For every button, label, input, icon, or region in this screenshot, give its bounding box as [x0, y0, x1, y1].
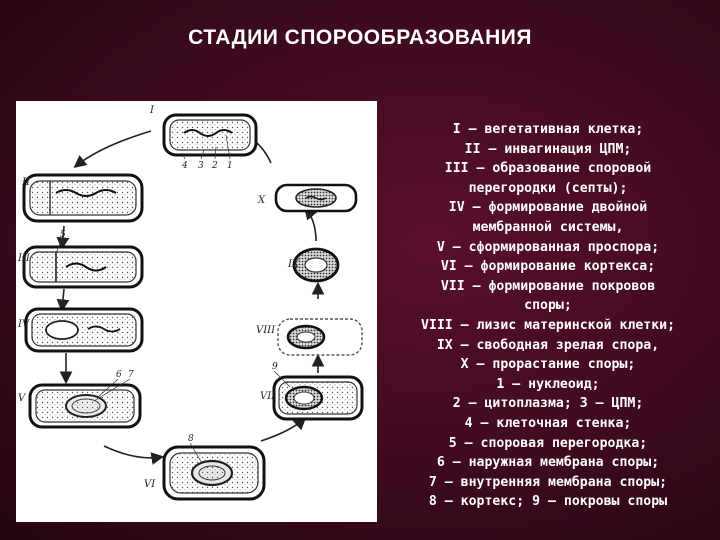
part-label-4: 4 [181, 161, 188, 171]
stage-label-V: V [18, 393, 27, 404]
stage-label-II: II [21, 177, 31, 188]
cell-stage-V [28, 383, 142, 429]
legend-line: 6 — наружная мембрана споры; [436, 455, 660, 471]
cell-stage-IV [24, 307, 144, 353]
stage-label-X: X [257, 195, 266, 206]
stage-label-I: I [149, 105, 155, 116]
part-label-5: 5 [60, 230, 66, 240]
part-label-1: 1 [227, 161, 233, 171]
arrow-II-III [56, 225, 70, 251]
arrow-IX-X [303, 206, 318, 242]
diagram-svg: I II III IV V VI VII VIII IX X 1 2 3 4 5… [17, 105, 364, 501]
part-label-9: 9 [272, 362, 278, 372]
cell-stage-III [22, 245, 144, 289]
part-label-6: 6 [116, 370, 122, 380]
part-label-8: 8 [188, 434, 194, 444]
sporulation-diagram: I II III IV V VI VII VIII IX X 1 2 3 4 5… [16, 101, 377, 522]
stage-label-VII: VII [260, 391, 276, 402]
arrow-I-II [73, 130, 152, 168]
legend-line: 1 — нуклеоид; [496, 376, 600, 392]
legend-line: IX — свободная зрелая спора, [436, 337, 660, 353]
cell-stage-I [162, 113, 258, 157]
legend-line: II — инвагинация ЦПМ; [464, 141, 632, 157]
cell-stage-VI [162, 445, 266, 501]
cell-stage-IX [292, 247, 340, 283]
legend-line: 7 — внутренняя мембрана споры; [428, 474, 668, 490]
stage-label-III: III [17, 253, 31, 264]
part-label-7: 7 [128, 370, 134, 380]
arrow-III-IV [56, 288, 70, 313]
legend-line: 4 — клеточная стенка; [464, 415, 632, 431]
legend-line: V — сформированная проспора; [436, 239, 660, 255]
legend-line: мембранной системы, [472, 219, 624, 235]
legend-line: I — вегетативная клетка; [452, 122, 644, 137]
part-label-2: 2 [211, 161, 218, 171]
stage-label-IV: IV [17, 319, 31, 330]
arrow-V-VI [103, 445, 165, 465]
legend-line: перегородки (септы); [468, 180, 628, 196]
arrow-VI-VII [260, 416, 307, 442]
legend-line: 8 — кортекс; 9 — покровы споры [428, 494, 668, 510]
slide-title: СТАДИИ СПОРООБРАЗОВАНИЯ [188, 26, 532, 49]
cell-stage-II [22, 173, 144, 223]
legend: I — вегетативная клетка; II — инвагинация… [383, 120, 713, 512]
stage-label-VI: VI [144, 479, 156, 490]
legend-line: VI — формирование кортекса; [440, 259, 656, 275]
legend-line: X — прорастание споры; [460, 357, 636, 373]
cell-stage-VIII [277, 318, 363, 356]
cell-stage-X [274, 183, 358, 213]
legend-line: 2 — цитоплазма; 3 — ЦПМ; [452, 396, 644, 412]
legend-line: IV — формирование двойной [448, 200, 648, 216]
legend-line: VIII — лизис материнской клетки; [420, 317, 676, 333]
legend-line: споры; [524, 298, 572, 314]
legend-line: III — образование споровой [444, 161, 652, 177]
part-label-3: 3 [198, 161, 204, 171]
legend-line: 5 — споровая перегородка; [448, 435, 648, 451]
legend-line: VII — формирование покровов [440, 278, 656, 294]
cell-stage-VII [272, 375, 364, 421]
stage-label-VIII: VIII [256, 325, 276, 336]
stage-label-IX: IX [287, 259, 300, 270]
